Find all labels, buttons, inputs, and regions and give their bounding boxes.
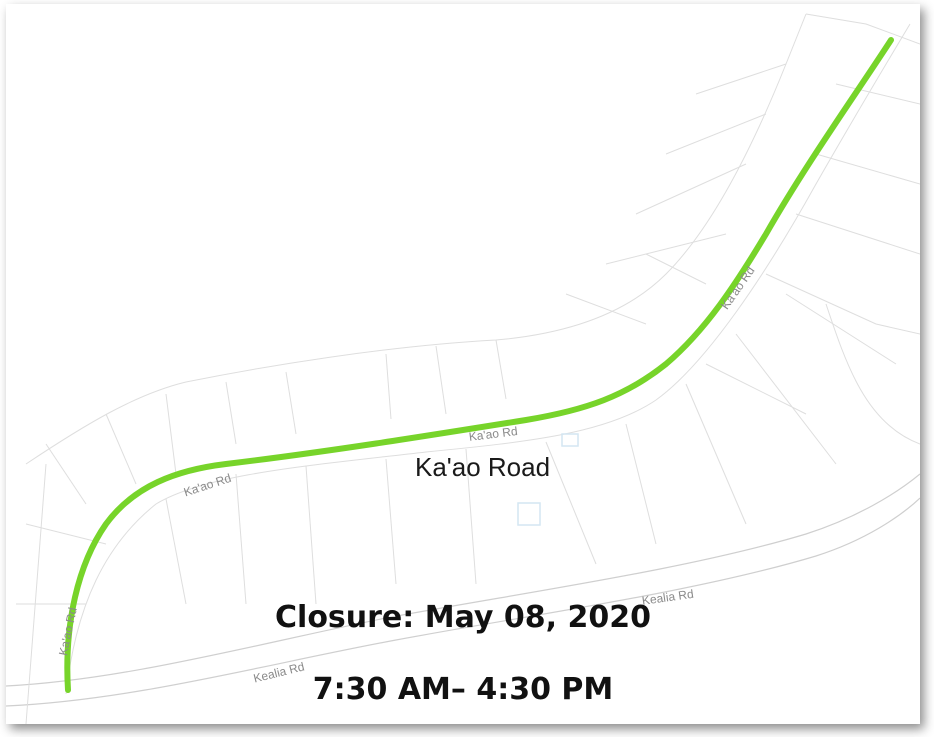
building-1 [517, 502, 541, 526]
parcel-lines [16, 13, 920, 724]
building-2 [561, 433, 579, 447]
map-frame: Ka'ao Rd Ka'ao Rd Ka'ao Rd Ka'ao Rd Keal… [6, 4, 920, 724]
closure-time: 7:30 AM– 4:30 PM [312, 672, 614, 707]
area-label: Ka'ao Road [415, 452, 551, 482]
closure-date: Closure: May 08, 2020 [275, 600, 651, 635]
map-canvas[interactable] [6, 4, 920, 724]
closure-route-line[interactable] [64, 37, 894, 693]
kealia-road [6, 473, 920, 707]
